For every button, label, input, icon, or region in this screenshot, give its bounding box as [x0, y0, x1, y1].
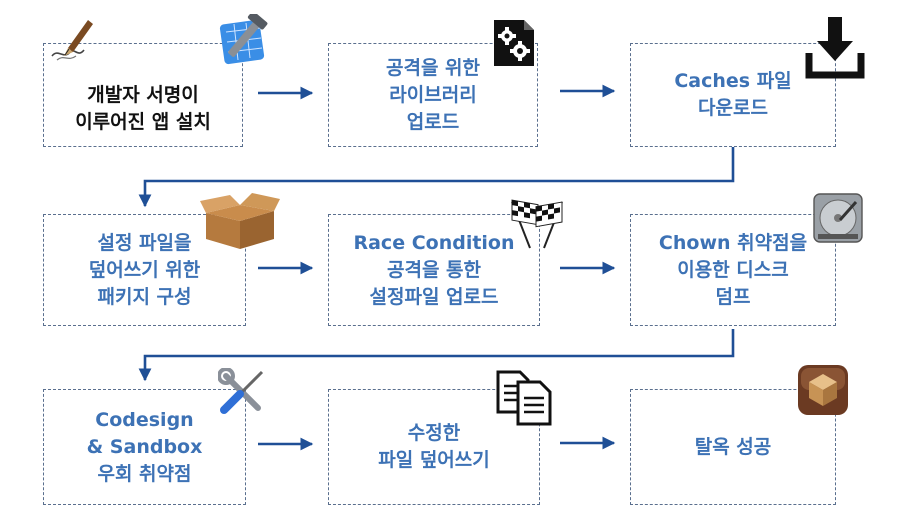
arrow-6-7 — [138, 329, 735, 382]
pen-signature-icon — [51, 20, 93, 61]
step-label: Codesign & Sandbox 우회 취약점 — [86, 408, 203, 485]
package-box-icon — [200, 193, 280, 249]
cydia-icon — [798, 365, 848, 415]
copy-documents-icon — [496, 370, 552, 426]
xcode-icon — [219, 14, 268, 65]
hard-disk-icon — [813, 193, 863, 243]
step-label: 공격을 위한 라이브러리 업로드 — [385, 56, 480, 133]
step-label: 개발자 서명이 이루어진 앱 설치 — [75, 84, 211, 133]
arrow-3-4 — [138, 147, 735, 208]
race-flags-icon — [511, 199, 563, 249]
step-install-signed-app: 개발자 서명이 이루어진 앱 설치 — [43, 43, 243, 147]
step-codesign-sandbox-bypass: Codesign & Sandbox 우회 취약점 — [43, 389, 246, 505]
step-label: Race Condition 공격을 통한 설정파일 업로드 — [353, 231, 515, 308]
wrench-screwdriver-icon — [218, 368, 264, 414]
step-race-condition: Race Condition 공격을 통한 설정파일 업로드 — [328, 214, 540, 326]
step-label: Caches 파일 다운로드 — [674, 70, 792, 119]
step-label: Chown 취약점을 이용한 디스크 덤프 — [658, 231, 808, 308]
step-label: 수정한 파일 덮어쓰기 — [378, 422, 490, 471]
download-icon — [805, 17, 865, 79]
step-label: 설정 파일을 덮어쓰기 위한 패키지 구성 — [88, 231, 201, 308]
step-download-caches: Caches 파일 다운로드 — [630, 43, 836, 147]
step-chown-disk-dump: Chown 취약점을 이용한 디스크 덤프 — [630, 214, 836, 326]
step-label: 탈옥 성공 — [694, 435, 772, 458]
gear-file-icon — [494, 20, 534, 66]
